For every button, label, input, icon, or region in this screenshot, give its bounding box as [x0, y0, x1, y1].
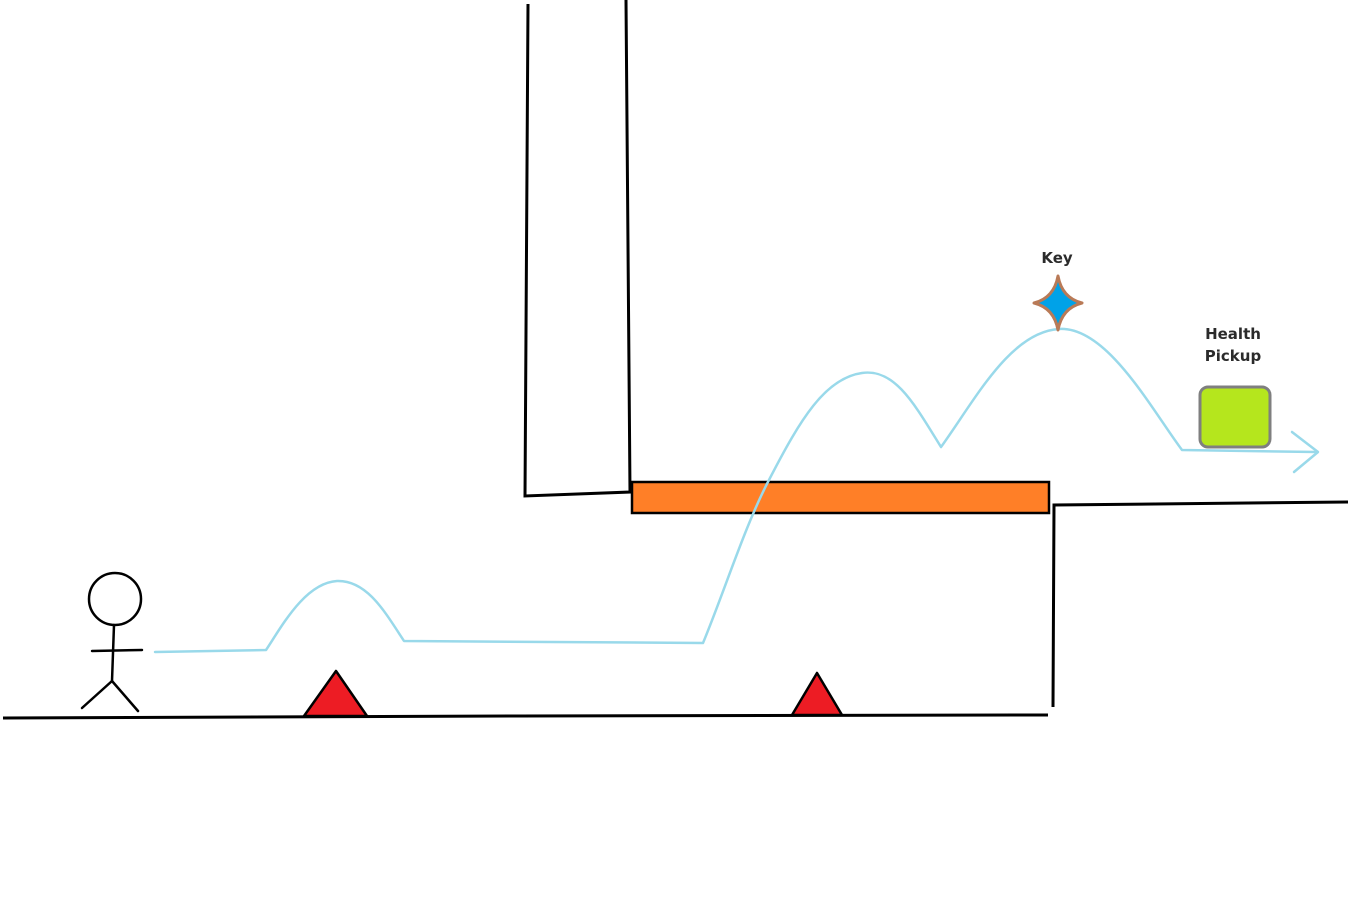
step-ledge: [1051, 500, 1349, 708]
ground-line: [2, 713, 1049, 720]
key-star-icon: [1032, 274, 1084, 332]
player-stick-figure-icon: [80, 571, 144, 713]
spike-hazard-2: [790, 671, 844, 717]
player-leg-right: [110, 679, 140, 713]
spike-hazard-1: [302, 669, 369, 718]
orange-platform: [630, 480, 1051, 515]
player-head: [87, 571, 143, 627]
player-arms: [90, 648, 144, 653]
health-label-line-1: Health: [1205, 325, 1261, 343]
health-label-line-2: Pickup: [1204, 347, 1262, 365]
health-pickup-label: Health Pickup: [1196, 323, 1270, 367]
health-pickup-icon: [1198, 385, 1272, 449]
player-leg-left: [80, 679, 114, 710]
player-body: [110, 623, 116, 683]
shaft-wall: [523, 0, 632, 498]
key-label: Key: [1041, 249, 1073, 267]
path-arrowhead-icon: [1290, 430, 1320, 474]
